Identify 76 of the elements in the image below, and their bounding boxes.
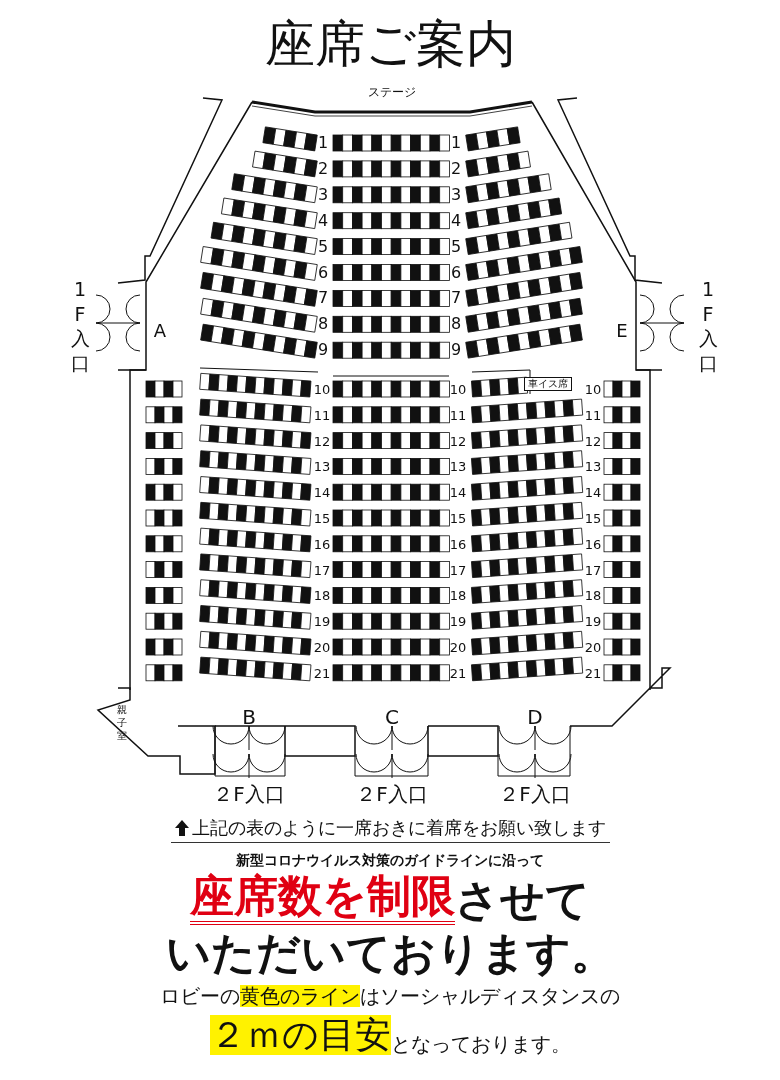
row-number: 18 [584, 588, 602, 602]
row-number: 5 [450, 238, 462, 255]
entrance-label: ２F入口 [499, 784, 571, 804]
door-letter: E [616, 322, 628, 340]
row-number: 8 [450, 316, 462, 333]
row-number: 4 [317, 212, 329, 229]
row-number: 16 [313, 537, 331, 551]
stage-label: ステージ [368, 86, 416, 98]
row-number: 20 [313, 640, 331, 654]
highlighted-text: ２ｍの目安 [209, 1015, 391, 1055]
row-number: 18 [313, 588, 331, 602]
notice-text: 上記の表のように一席おきに着席をお願い致します [191, 816, 606, 840]
row-number: 15 [313, 511, 331, 525]
row-number: 7 [450, 290, 462, 307]
entrance-label: 1F入口 [70, 276, 90, 376]
row-number: 19 [313, 614, 331, 628]
row-number: 13 [584, 459, 602, 473]
guideline-text: 新型コロナウイルス対策のガイドラインに沿って [236, 853, 544, 869]
row-number: 6 [317, 264, 329, 281]
row-number: 11 [449, 408, 467, 422]
message-text: ロビーの [160, 985, 240, 1008]
entrance-label: ２F入口 [356, 784, 428, 804]
row-number: 17 [313, 563, 331, 577]
door-letter: B [242, 707, 256, 727]
message-text: いただいております。 [165, 928, 615, 978]
row-number: 2 [317, 160, 329, 177]
row-number: 19 [584, 614, 602, 628]
entrance-label: 1F入口 [698, 276, 718, 376]
row-number: 2 [450, 160, 462, 177]
row-number: 15 [584, 511, 602, 525]
message-text: はソーシャルディスタンスの [360, 985, 620, 1008]
row-number: 21 [449, 666, 467, 680]
door-letter: C [385, 707, 399, 727]
message-text: となっております。 [390, 1032, 571, 1055]
row-number: 14 [313, 485, 331, 499]
row-number: 6 [450, 264, 462, 281]
page-title: 座席ご案内 [263, 14, 517, 74]
row-number: 17 [449, 563, 467, 577]
row-number: 5 [317, 238, 329, 255]
row-number: 13 [313, 459, 331, 473]
row-number: 14 [584, 485, 602, 499]
row-number: 9 [317, 342, 329, 359]
row-number: 12 [313, 434, 331, 448]
row-number: 11 [313, 408, 331, 422]
entrance-label: ２F入口 [213, 784, 285, 804]
row-number: 8 [317, 316, 329, 333]
row-number: 13 [449, 459, 467, 473]
row-number: 10 [584, 382, 602, 396]
door-letter: A [153, 322, 167, 340]
row-number: 16 [584, 537, 602, 551]
row-number: 14 [449, 485, 467, 499]
row-number: 3 [317, 186, 329, 203]
row-number: 10 [313, 382, 331, 396]
highlighted-text: 黄色のライン [240, 985, 360, 1008]
row-number: 9 [450, 342, 462, 359]
row-number: 4 [450, 212, 462, 229]
row-number: 19 [449, 614, 467, 628]
row-number: 16 [449, 537, 467, 551]
row-number: 10 [449, 382, 467, 396]
row-number: 21 [584, 666, 602, 680]
row-number: 12 [449, 434, 467, 448]
row-number: 20 [584, 640, 602, 654]
emphasis-text: 座席数を制限 [190, 872, 455, 925]
row-number: 11 [584, 408, 602, 422]
row-number: 3 [450, 186, 462, 203]
row-number: 1 [450, 135, 462, 151]
row-number: 15 [449, 511, 467, 525]
row-number: 17 [584, 563, 602, 577]
row-number: 18 [449, 588, 467, 602]
door-letter: D [527, 707, 543, 727]
row-number: 1 [317, 135, 329, 151]
row-number: 21 [313, 666, 331, 680]
row-number: 20 [449, 640, 467, 654]
message-text: させて [455, 876, 590, 925]
row-number: 12 [584, 434, 602, 448]
row-number: 7 [317, 290, 329, 307]
